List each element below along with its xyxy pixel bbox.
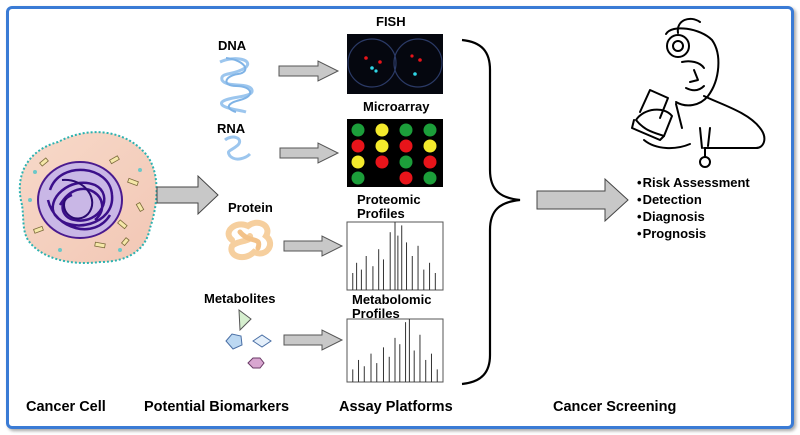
fish-assay-image — [347, 34, 443, 94]
biomarker-label-protein: Protein — [228, 200, 273, 215]
microarray-spot — [423, 155, 437, 169]
microarray-spot — [399, 171, 413, 185]
proteomic-profile-chart — [346, 221, 444, 291]
microarray-spot — [423, 171, 437, 185]
microarray-spot — [351, 123, 365, 137]
cancer-cell-image — [18, 131, 158, 264]
column-label-cancer-screening: Cancer Screening — [553, 399, 677, 415]
microarray-spot — [375, 139, 389, 153]
arrow-assays-to-screening — [536, 177, 629, 223]
outcome-diagnosis: Diagnosis — [637, 208, 750, 225]
arrow-rna-to-microarray — [279, 142, 340, 164]
assay-label-metabolomic: Metabolomic Profiles — [352, 292, 432, 321]
dna-image — [219, 57, 254, 114]
biomarker-label-metabolites: Metabolites — [204, 291, 276, 306]
microarray-spot — [423, 123, 437, 137]
column-label-assay-platforms: Assay Platforms — [339, 399, 453, 415]
assay-label-microarray: Microarray — [363, 99, 430, 114]
rna-image — [224, 135, 252, 161]
microarray-spot — [423, 139, 437, 153]
arrow-dna-to-fish — [278, 60, 340, 82]
outcome-risk-assessment: Risk Assessment — [637, 174, 750, 191]
biomarker-label-rna: RNA — [217, 121, 246, 136]
microarray-spot — [375, 155, 389, 169]
screening-outcomes-list: Risk Assessment Detection Diagnosis Prog… — [637, 174, 750, 242]
doctor-image — [631, 17, 766, 168]
protein-image — [225, 219, 274, 261]
biomarker-label-dna: DNA — [218, 38, 247, 53]
microarray-spot — [351, 171, 365, 185]
microarray-spot — [375, 123, 389, 137]
microarray-assay-image — [347, 119, 443, 187]
arrow-metabolites-to-metabolomic — [283, 329, 344, 351]
microarray-spot — [399, 155, 413, 169]
outcome-detection: Detection — [637, 191, 750, 208]
outcome-prognosis: Prognosis — [637, 225, 750, 242]
microarray-spot — [399, 123, 413, 137]
column-label-biomarkers: Potential Biomarkers — [144, 399, 290, 415]
arrow-cell-to-biomarkers — [156, 174, 219, 216]
metabolomic-profile-chart — [346, 318, 444, 383]
metabolites-image — [225, 308, 272, 369]
grouping-brace — [461, 38, 521, 386]
arrow-protein-to-proteomic — [283, 235, 344, 257]
column-label-cancer-cell: Cancer Cell — [26, 399, 106, 415]
microarray-spot — [351, 139, 365, 153]
assay-label-fish: FISH — [376, 14, 406, 29]
microarray-spot — [399, 139, 413, 153]
microarray-spot — [351, 155, 365, 169]
assay-label-proteomic: Proteomic Profiles — [357, 192, 421, 221]
